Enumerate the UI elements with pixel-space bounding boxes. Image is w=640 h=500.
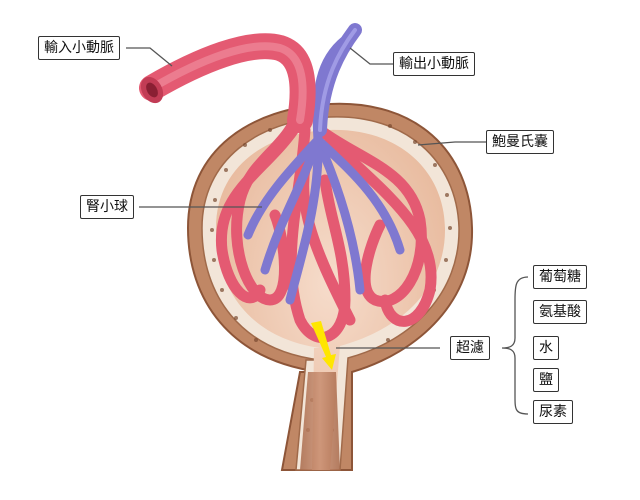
label-bowmans-capsule: 鮑曼氏囊 xyxy=(486,130,554,154)
label-filtration: 超濾 xyxy=(450,336,490,360)
filtration-arrow xyxy=(311,321,336,370)
label-efferent-arteriole: 輸出小動脈 xyxy=(393,52,475,76)
filtrate-item: 鹽 xyxy=(533,368,559,392)
filtrate-item: 葡萄糖 xyxy=(533,265,587,289)
label-glomerulus: 腎小球 xyxy=(80,195,134,219)
filtrate-item: 水 xyxy=(533,336,559,360)
filtrate-item: 尿素 xyxy=(533,400,573,424)
filtrate-item: 氨基酸 xyxy=(533,300,587,324)
label-afferent-arteriole: 輸入小動脈 xyxy=(38,36,120,60)
leader-lines xyxy=(126,47,529,415)
